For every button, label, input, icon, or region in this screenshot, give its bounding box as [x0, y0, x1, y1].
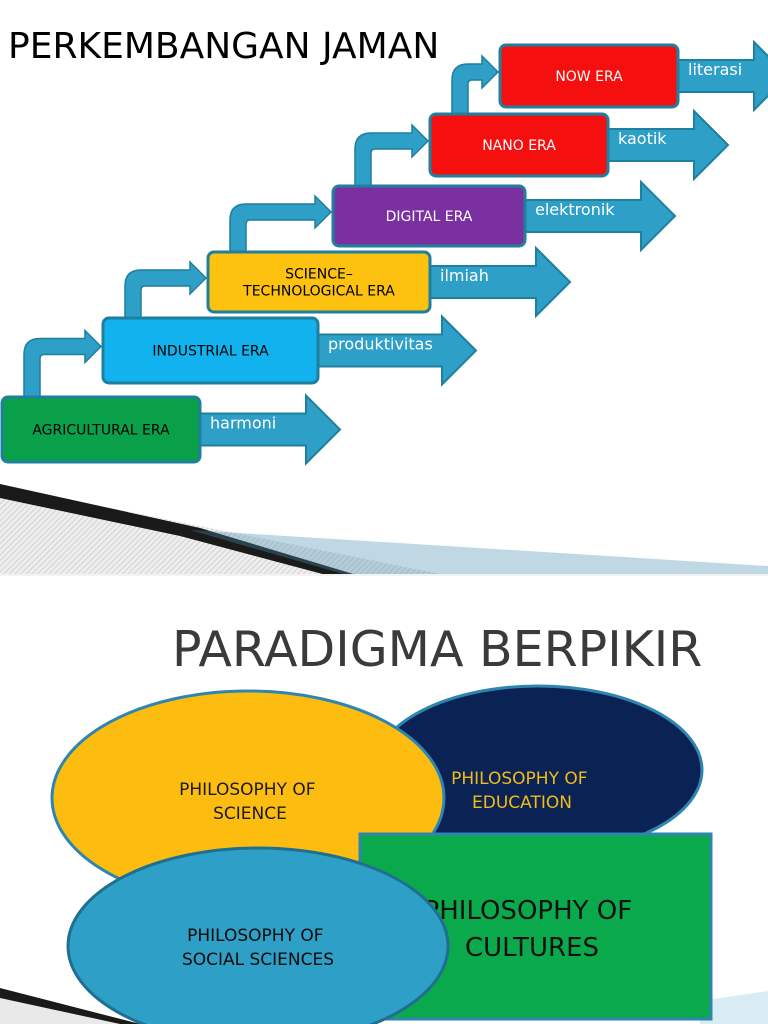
era-arrow-label-6: literasi: [688, 60, 742, 79]
philosophy-of-social-sciences: PHILOSOPHY OF SOCIAL SCIENCES: [66, 846, 450, 1024]
connector-arrow-1: [23, 328, 103, 398]
decorative-swoosh: [0, 484, 768, 576]
era-staircase-diagram: PERKEMBANGAN JAMAN harmoni AGRICULTURAL E…: [0, 26, 768, 576]
slide-title: PERKEMBANGAN JAMAN: [8, 26, 439, 67]
science-label-line-2: SCIENCE: [213, 804, 287, 824]
era-label-5-line-1: NANO ERA: [482, 138, 556, 154]
philosophy-of-science: PHILOSOPHY OF SCIENCE: [50, 689, 446, 907]
era-box-2: [101, 316, 320, 385]
slide-perkembangan-jaman: PERKEMBANGAN JAMAN harmoni AGRICULTURAL E…: [0, 26, 768, 576]
era-arrow-4: [524, 179, 677, 253]
social-sciences-ellipse: [66, 846, 450, 1024]
era-steps: harmoni AGRICULTURAL ERA produktivitas INDU…: [0, 39, 768, 466]
era-label-1-line-1: AGRICULTURAL ERA: [32, 423, 170, 439]
social-label-line-2: SOCIAL SCIENCES: [182, 950, 334, 970]
svg-text:PHILOSOPHY OF SOCIAL S: PHILOSOPHY OF SOCIAL SCIENCES: [182, 926, 334, 970]
era-box-6: [498, 43, 680, 109]
svg-text:PHILOSOPHY OF SCIENCE: PHILOSOPHY OF SCIENCE: [179, 780, 321, 824]
decorative-corner: [0, 988, 768, 1024]
era-arrow-label-3: ilmiah: [440, 266, 489, 285]
era-box-1: [0, 395, 202, 464]
svg-text:PHILOSOPHY OF EDUCATIO: PHILOSOPHY OF EDUCATION: [451, 769, 593, 813]
education-label-line-1: PHILOSOPHY OF: [451, 769, 587, 789]
era-box-4: [331, 184, 527, 248]
era-box-5: [428, 112, 610, 178]
era-arrow-5: [607, 108, 730, 182]
connector-arrow-5: [451, 54, 500, 115]
cultures-label-line-2: CULTURES: [465, 933, 599, 963]
era-box-3: [206, 250, 432, 314]
era-arrow-label-2: produktivitas: [328, 335, 433, 354]
era-arrow-label-4: elektronik: [535, 200, 615, 219]
slide-title-2: PARADIGMA BERPIKIR: [172, 621, 702, 678]
era-arrow-3: [429, 245, 572, 319]
connector-arrow-3: [229, 194, 333, 253]
era-label-6-line-1: NOW ERA: [555, 69, 623, 85]
social-label-line-1: PHILOSOPHY OF: [187, 926, 323, 946]
slide-paradigma-berpikir: PARADIGMA BERPIKIR PHILOSOPHY OF EDUCATI…: [0, 576, 768, 1024]
philosophy-of-education: PHILOSOPHY OF EDUCATION: [372, 684, 704, 856]
connector-arrow-4: [354, 123, 430, 187]
era-arrow-2: [317, 314, 478, 387]
science-label-line-1: PHILOSOPHY OF: [179, 780, 315, 800]
philosophy-diagram: PARADIGMA BERPIKIR PHILOSOPHY OF EDUCATI…: [0, 621, 768, 1024]
education-label-line-2: EDUCATION: [472, 793, 572, 813]
connector-arrow-2: [124, 260, 208, 319]
svg-text:PHILOSOPHY OF CULTURES: PHILOSOPHY OF CULTURES: [424, 896, 641, 963]
cultures-label-line-1: PHILOSOPHY OF: [424, 896, 633, 926]
era-arrow-1: [199, 393, 342, 466]
era-label-4-line-1: DIGITAL ERA: [386, 209, 473, 225]
era-arrow-label-5: kaotik: [618, 129, 667, 148]
era-label-3-line-1: SCIENCE–: [285, 267, 353, 283]
era-arrow-6: [677, 39, 768, 113]
era-label-2-line-1: INDUSTRIAL ERA: [152, 344, 269, 360]
era-arrow-label-1: harmoni: [210, 414, 276, 433]
era-label-3-line-2: TECHNOLOGICAL ERA: [242, 284, 395, 300]
